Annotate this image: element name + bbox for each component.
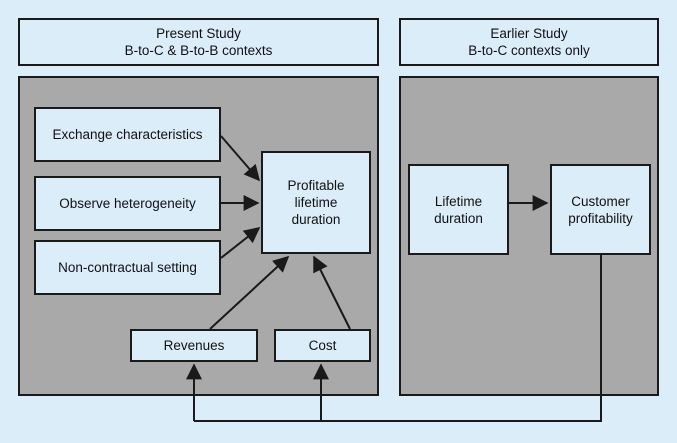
observe-heterogeneity-box: Observe heterogeneity xyxy=(34,176,221,231)
earlier-study-title: Earlier Study xyxy=(490,26,568,41)
cost-box: Cost xyxy=(274,329,371,362)
profitable-label-line2: lifetime xyxy=(294,195,338,210)
profitable-label-line3: duration xyxy=(291,212,341,227)
customer-profitability-box: Customer profitability xyxy=(550,164,651,255)
non-contractual-setting-label: Non-contractual setting xyxy=(58,260,197,275)
customer-label-line2: profitability xyxy=(568,210,633,226)
present-study-header: Present Study B-to-C & B-to-B contexts xyxy=(18,18,379,66)
exchange-characteristics-box: Exchange characteristics xyxy=(34,107,221,162)
observe-heterogeneity-label: Observe heterogeneity xyxy=(59,196,196,211)
cost-label: Cost xyxy=(308,338,337,353)
revenues-box: Revenues xyxy=(130,329,258,362)
profitable-label-line1: Profitable xyxy=(287,178,345,193)
present-study-subtitle: B-to-C & B-to-B contexts xyxy=(124,43,273,58)
lifetime-duration-box: Lifetime duration xyxy=(408,164,509,255)
profitable-lifetime-duration-box: Profitable lifetime duration xyxy=(261,151,371,254)
lifetime-label-line1: Lifetime xyxy=(434,193,483,209)
non-contractual-setting-box: Non-contractual setting xyxy=(34,240,221,295)
earlier-study-header: Earlier Study B-to-C contexts only xyxy=(399,18,659,66)
lifetime-label-line2: duration xyxy=(434,210,483,226)
revenues-label: Revenues xyxy=(163,338,225,353)
exchange-characteristics-label: Exchange characteristics xyxy=(52,127,203,142)
customer-label-line1: Customer xyxy=(571,193,630,209)
present-study-title: Present Study xyxy=(156,26,241,41)
earlier-study-subtitle: B-to-C contexts only xyxy=(468,43,590,58)
